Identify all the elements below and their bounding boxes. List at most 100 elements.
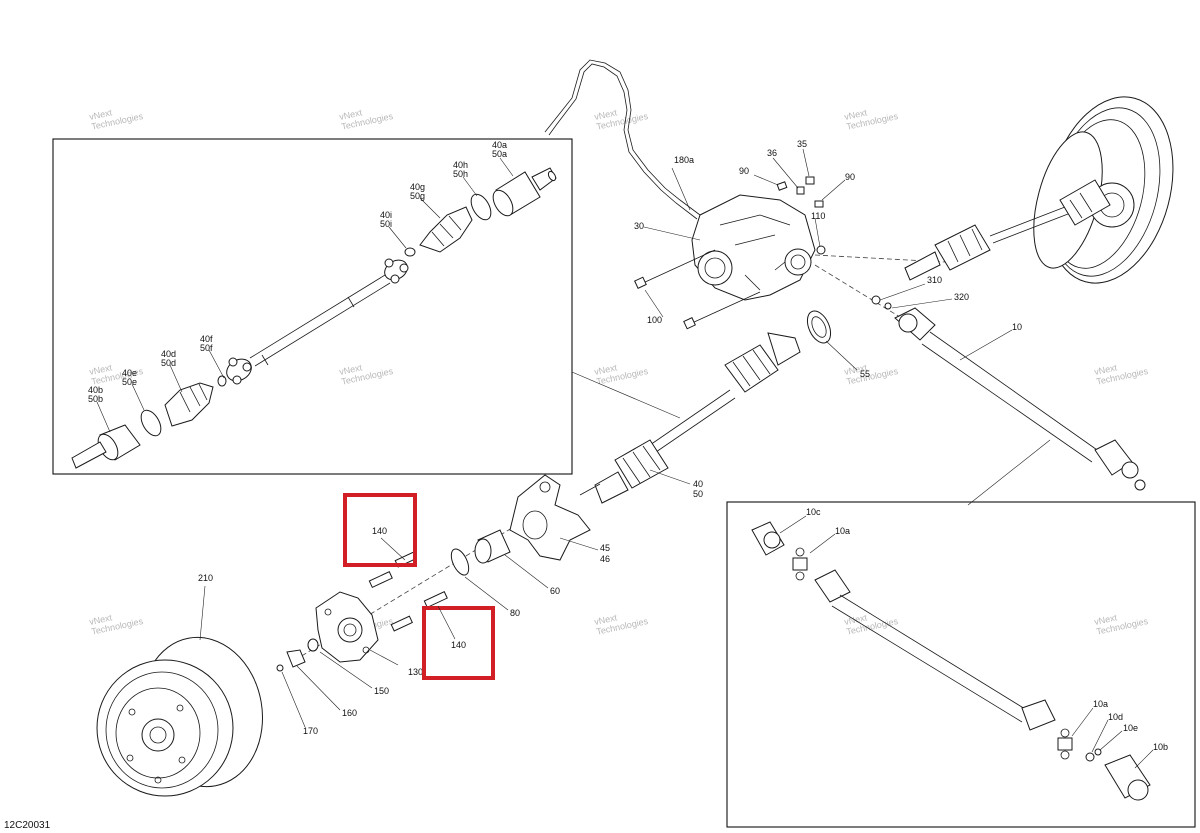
watermark: vNext Technologies (338, 362, 394, 386)
callout-50: 50 (693, 489, 703, 499)
callout-90-right: 90 (845, 172, 855, 182)
callout-10d: 10d (1108, 712, 1123, 722)
outer-joint-upper (492, 167, 557, 217)
boot-upper (419, 206, 473, 253)
watermark-line1: vNext (843, 107, 868, 122)
hub-nut (286, 649, 306, 668)
callout-50g: 50g (410, 191, 425, 201)
watermark: vNext Technologies (843, 612, 899, 636)
callout-130: 130 (408, 667, 423, 677)
watermark-line1: vNext (338, 107, 363, 122)
watermark: vNext Technologies (1093, 362, 1149, 386)
detail-frame (52, 138, 573, 475)
wheel-studs (368, 551, 448, 632)
watermark-line1: vNext (1093, 612, 1118, 627)
callout-40d: 40d (161, 349, 176, 359)
watermark-line1: vNext (88, 107, 113, 122)
callout-50h: 50h (453, 169, 468, 179)
detail-box-propshaft: 10c 10a 10a 10d 10e 10b (726, 501, 1196, 828)
callout-310: 310 (927, 275, 942, 285)
callout-90-left: 90 (739, 166, 749, 176)
callout-160: 160 (342, 708, 357, 718)
callout-40h: 40h (453, 160, 468, 170)
watermark-line1: vNext (843, 362, 868, 377)
callout-210: 210 (198, 573, 213, 583)
watermark-line1: vNext (1093, 362, 1118, 377)
callout-40a: 40a (492, 140, 507, 150)
callout-40: 40 (693, 479, 703, 489)
outer-joint-lower (71, 424, 141, 469)
callout-55: 55 (860, 369, 870, 379)
watermark-line1: vNext (88, 612, 113, 627)
bearing (474, 529, 511, 564)
detail-pointer-line (571, 371, 681, 419)
boot-clamp-upper (470, 193, 492, 221)
wheel-rear-left (96, 636, 264, 797)
watermark-line1: vNext (593, 107, 618, 122)
callout-35: 35 (797, 139, 807, 149)
watermark: vNext Technologies (88, 107, 144, 131)
vent-hose (544, 59, 701, 216)
callout-46: 46 (600, 554, 610, 564)
watermark-line1: vNext (593, 612, 618, 627)
callout-36: 36 (767, 148, 777, 158)
callout-50f: 50f (200, 343, 213, 353)
callout-50i: 50i (380, 219, 392, 229)
watermark: vNext Technologies (593, 107, 649, 131)
propeller-shaft (894, 307, 1146, 491)
callout-100: 100 (647, 315, 662, 325)
callout-110: 110 (811, 211, 825, 221)
clip-ring (404, 247, 416, 257)
differential-assembly: 180a 30 90 36 35 90 110 100 55 (544, 59, 870, 379)
detail-box-driveshaft: 40a 50a 40h 50h 40g 50g 40i 50i 40f 50f … (52, 138, 681, 475)
tripod-joint-lower (226, 357, 252, 385)
watermark: vNext Technologies (1093, 612, 1149, 636)
watermark: vNext Technologies (338, 107, 394, 131)
callout-10b: 10b (1153, 742, 1168, 752)
inner-shaft (249, 274, 391, 367)
drive-shaft-main (579, 332, 801, 504)
watermark: vNext Technologies (843, 107, 899, 131)
callout-50d: 50d (161, 358, 176, 368)
highlight-box-upper (343, 493, 417, 567)
callout-150: 150 (374, 686, 389, 696)
callout-60: 60 (550, 586, 560, 596)
callout-40i: 40i (380, 210, 392, 220)
callout-80: 80 (510, 608, 520, 618)
watermark: vNext Technologies (593, 362, 649, 386)
wheel-hub (315, 591, 379, 663)
callout-170: 170 (303, 726, 318, 736)
watermark: vNext Technologies (88, 612, 144, 636)
callout-140-upper: 140 (372, 526, 387, 536)
watermark: vNext Technologies (593, 612, 649, 636)
watermark-line1: vNext (338, 362, 363, 377)
flat-washer (307, 638, 319, 652)
watermark-line1: vNext (843, 612, 868, 627)
callout-180a: 180a (674, 155, 694, 165)
boot-clamp-lower (140, 409, 162, 437)
callout-10a-lower: 10a (1093, 699, 1108, 709)
watermark-line1: vNext (593, 362, 618, 377)
callout-40b: 40b (88, 385, 103, 395)
washer (884, 302, 892, 310)
circlip (871, 295, 881, 305)
callout-40g: 40g (410, 182, 425, 192)
watermark: vNext Technologies (843, 362, 899, 386)
knuckle (509, 474, 591, 561)
axle-rear-right (904, 179, 1111, 281)
callout-10e: 10e (1123, 723, 1138, 733)
callout-10c: 10c (806, 507, 821, 517)
detail-pointer-line-2 (967, 439, 1051, 506)
cotter-pin (276, 664, 284, 672)
callout-40f: 40f (200, 334, 213, 344)
callout-50e: 50e (122, 377, 137, 387)
highlight-box-lower (422, 606, 495, 680)
wheel-rear-right (1033, 96, 1174, 284)
watermark-line1: vNext (88, 362, 113, 377)
oil-seal (806, 310, 832, 344)
callout-140-lower: 140 (451, 640, 466, 650)
boot-lower (164, 382, 214, 427)
figure-reference: 12C20031 (4, 820, 51, 831)
output-flange-left (697, 250, 733, 286)
